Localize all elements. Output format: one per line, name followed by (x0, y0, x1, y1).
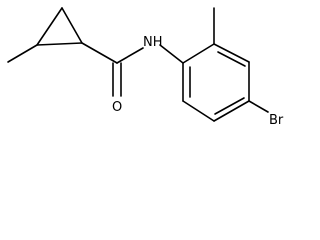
bond-ring-c4-c5 (213, 100, 250, 122)
bond-nitrogen-ring (159, 44, 184, 64)
bond-ring-carbonyl (81, 42, 118, 64)
atom-label-oxygen: O (112, 100, 122, 115)
bond-ring-c2-c3 (213, 43, 250, 63)
bond-ring-c3-c3-double (217, 51, 246, 67)
atom-label-nh: NH (143, 35, 163, 50)
bond-cyclopropane-a (36, 7, 63, 46)
chemical-structure: NH O Br (7, 7, 284, 128)
atom-label-hydrogen: H (153, 35, 163, 50)
bond-methyl-cyclopropane (7, 44, 38, 63)
bond-ring-bromine (248, 100, 269, 113)
atom-label-bromine: Br (269, 113, 284, 128)
bond-cyclopropane-c (36, 42, 83, 46)
atom-label-nitrogen: N (143, 35, 153, 50)
bond-carbonyl-nitrogen (116, 47, 144, 64)
bond-ring-c4-c5-double (214, 97, 245, 115)
bond-ring-c5-c6 (182, 100, 215, 122)
bond-ring-c1-c2 (182, 43, 215, 64)
bond-cyclopropane-b (61, 7, 83, 44)
